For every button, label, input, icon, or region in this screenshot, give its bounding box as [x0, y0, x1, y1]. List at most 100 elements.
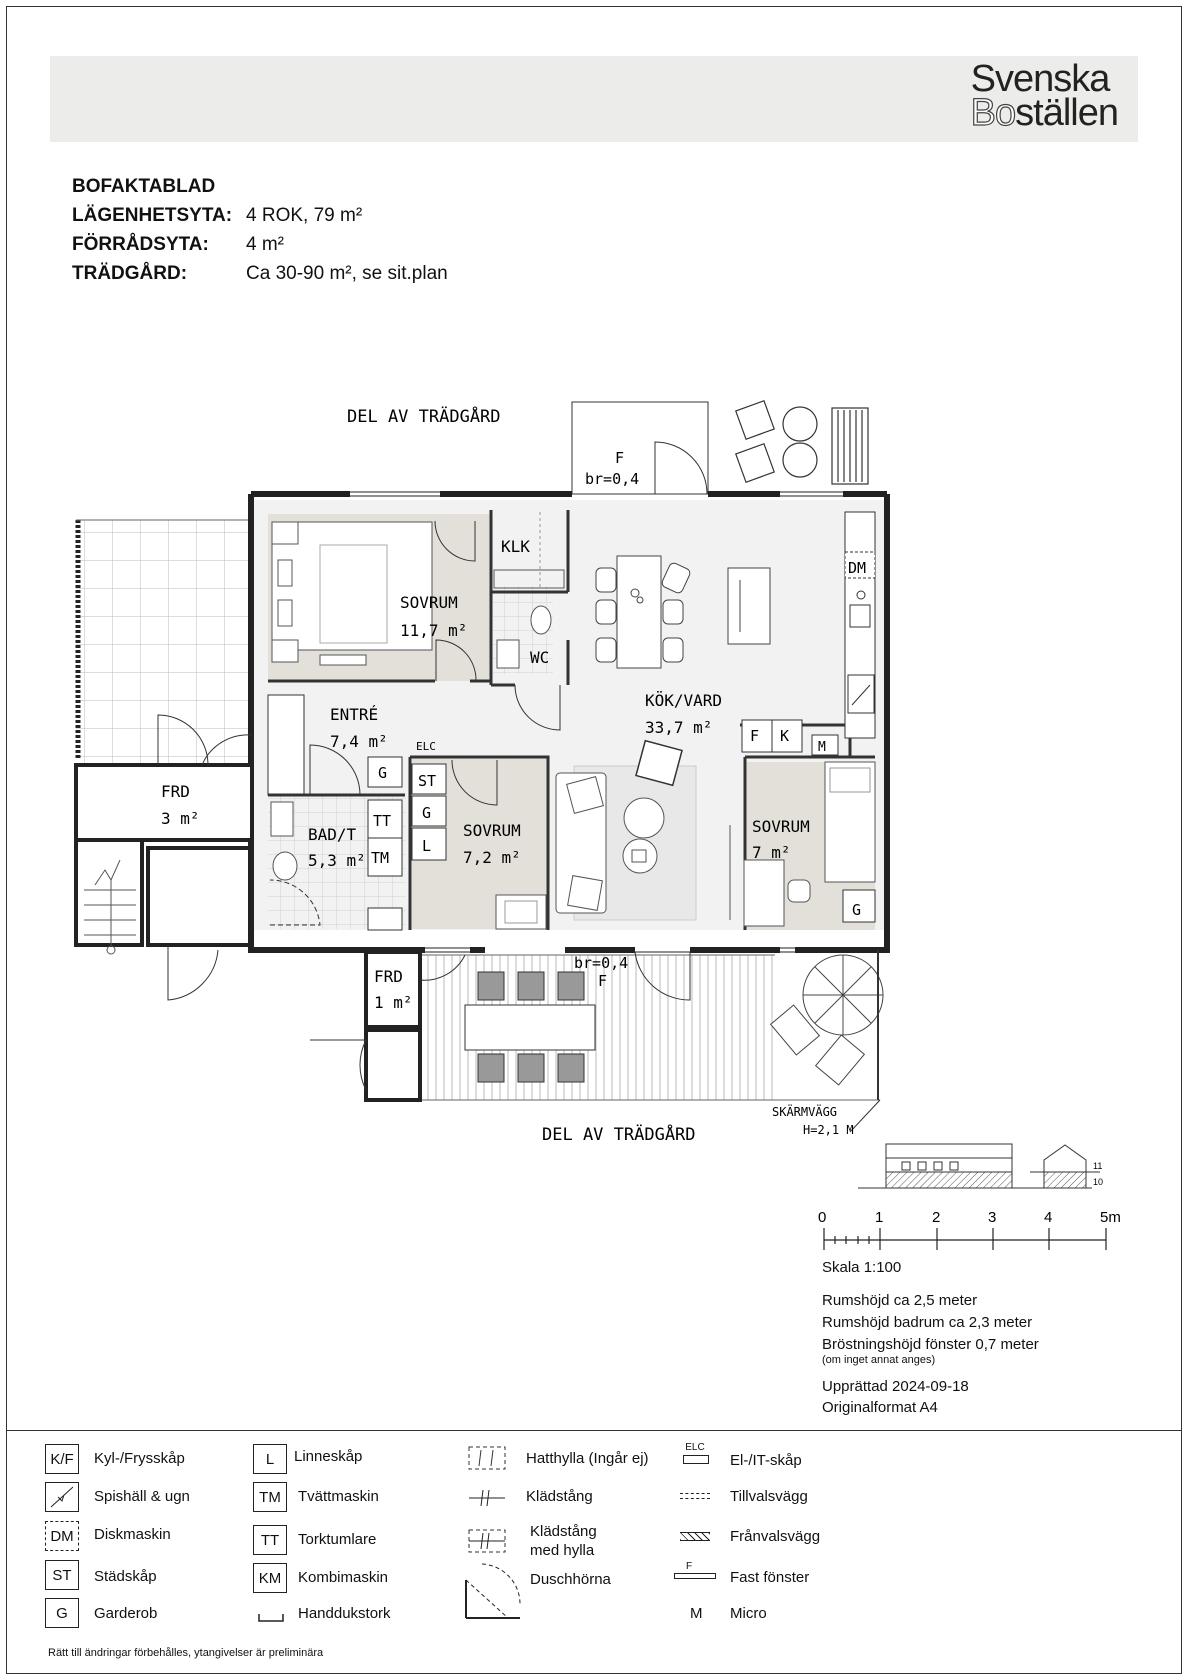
room-area-sovrum2: 7,2 m² — [463, 848, 521, 867]
bed-double — [271, 521, 433, 663]
legend-spis-label: Spishäll & ugn — [94, 1488, 190, 1505]
kitchen-counter — [844, 511, 876, 739]
fixture-st: ST — [418, 772, 436, 790]
fixture-elc: ELC — [416, 740, 436, 753]
room-area-entre: 7,4 m² — [330, 732, 388, 751]
legend-st-label: Städskåp — [94, 1568, 157, 1585]
storage-frd2 — [364, 950, 422, 1102]
legend-elc-code: ELC — [685, 1442, 705, 1453]
hat-shelf-icon — [468, 1444, 506, 1477]
legend-fast-label: Fast fönster — [730, 1569, 810, 1586]
note-date: Upprättad 2024-09-18 — [822, 1378, 969, 1395]
entrance-steps — [74, 840, 254, 947]
fixture-g2: G — [422, 804, 431, 822]
legend-dusch-label: Duschhörna — [530, 1571, 611, 1588]
legend-divider — [6, 1430, 1182, 1431]
garden-bottom-label: DEL AV TRÄDGÅRD — [542, 1123, 696, 1145]
brand-rest: ställen — [1015, 92, 1119, 134]
fact-row: FÖRRÅDSYTA:4 m² — [72, 230, 448, 259]
legend-kladhylla-line2: med hylla — [530, 1542, 595, 1559]
fixture-l: L — [422, 837, 431, 855]
fact-key: TRÄDGÅRD: — [72, 263, 188, 284]
room-area-kok: 33,7 m² — [645, 718, 712, 737]
legend-g-label: Garderob — [94, 1605, 158, 1622]
legend-l-code: L — [253, 1444, 287, 1474]
room-area-frd2: 1 m² — [374, 993, 413, 1012]
fixture-g3: G — [852, 901, 861, 919]
scale-tick-1: 1 — [875, 1209, 883, 1226]
sofa — [555, 772, 607, 914]
outdoor-furniture-top — [735, 400, 869, 485]
brand-line2: Boställen — [970, 93, 1119, 132]
outer-walls — [248, 491, 890, 953]
desk — [743, 859, 785, 927]
brand-line1: Svenska — [970, 58, 1111, 100]
fact-sheet: BOFAKTABLAD LÄGENHETSYTA: 4 ROK, 79 m² FÖ… — [72, 172, 448, 288]
elc-icon — [683, 1455, 709, 1464]
brand-bo: Bo — [970, 92, 1017, 134]
fixed-window-f-top: F — [615, 449, 624, 467]
kitchen-cabinets — [741, 719, 839, 756]
legend-kladstang-label: Klädstång — [526, 1488, 593, 1505]
clothes-rail-icon — [468, 1488, 506, 1513]
legend-micro-code: M — [690, 1605, 703, 1622]
dining-table — [595, 555, 771, 669]
legend-fast-code: F — [686, 1561, 693, 1572]
fact-title: BOFAKTABLAD — [72, 176, 216, 197]
legend-tillval-label: Tillvalsvägg — [730, 1488, 808, 1505]
scale-tick-3: 3 — [988, 1209, 996, 1226]
armchair — [635, 739, 683, 787]
scale-tick-4: 4 — [1044, 1209, 1052, 1226]
legend-handduk-label: Handdukstork — [298, 1605, 391, 1622]
note-format: Originalformat A4 — [822, 1399, 938, 1416]
brand-logo: Svenska Boställen — [970, 58, 1119, 133]
elevation-thumbnail — [858, 1143, 1100, 1189]
optional-wall-icon — [680, 1493, 710, 1499]
legend-kladhylla-line1: Klädstång — [530, 1523, 597, 1540]
screen-wall-label: SKÄRMVÄGG — [772, 1104, 837, 1119]
window-projection-top — [571, 401, 709, 495]
fixed-window-br-bottom: br=0,4 — [574, 954, 628, 972]
legend-km-label: Kombimaskin — [298, 1569, 389, 1586]
fixture-k: K — [780, 727, 789, 745]
fact-row: BOFAKTABLAD — [72, 172, 448, 201]
legend-hatt-label: Hatthylla (Ingår ej) — [526, 1450, 649, 1467]
interior-walls — [268, 510, 875, 930]
fixture-m: M — [818, 740, 826, 755]
coffee-table — [623, 797, 665, 839]
legend-micro-label: Micro — [730, 1605, 767, 1622]
legend-tt-label: Torktumlare — [298, 1531, 377, 1548]
legend-kf-label: Kyl-/Frysskåp — [94, 1450, 185, 1467]
scale-tick-2: 2 — [932, 1209, 940, 1226]
garden-top-label: DEL AV TRÄDGÅRD — [347, 405, 501, 427]
legend-tm-code: TM — [253, 1482, 287, 1512]
legend-st-code: ST — [45, 1560, 79, 1590]
footer-disclaimer: Rätt till ändringar förbehålles, ytangiv… — [48, 1647, 324, 1659]
windows — [350, 491, 843, 953]
header-band — [50, 56, 1138, 142]
legend-kf-code: K/F — [45, 1444, 79, 1474]
floor-plan: DEL AV TRÄDGÅRD DEL AV TRÄDGÅRD F br=0,4 — [74, 400, 1121, 1250]
spis-icon — [45, 1482, 79, 1512]
fact-value: Ca 30-90 m², se sit.plan — [246, 263, 448, 284]
fixture-f: F — [750, 727, 759, 745]
removable-wall-icon — [680, 1532, 710, 1541]
room-name-sovrum3: SOVRUM — [752, 817, 810, 836]
fact-key: LÄGENHETSYTA: — [72, 205, 233, 226]
legend-dm-label: Diskmaskin — [94, 1526, 171, 1543]
fact-row: TRÄDGÅRD: Ca 30-90 m², se sit.plan — [72, 259, 448, 288]
note-sill-height: Bröstningshöjd fönster 0,7 meter — [822, 1336, 1039, 1353]
clothes-rail-shelf-icon — [468, 1527, 506, 1560]
legend-l-label: Linneskåp — [294, 1448, 363, 1465]
room-name-entre: ENTRÉ — [330, 705, 378, 724]
legend-dm-code: DM — [45, 1521, 79, 1551]
fixture-dm: DM — [848, 559, 866, 577]
fact-value: 4 ROK, 79 m² — [246, 205, 363, 226]
legend-g-code: G — [45, 1598, 79, 1628]
closets-sovrum2 — [411, 763, 447, 861]
room-name-frd1: FRD — [161, 782, 190, 801]
room-name-sovrum1: SOVRUM — [400, 593, 458, 612]
scale-bar — [823, 1228, 1107, 1250]
fixed-window-br-top: br=0,4 — [585, 470, 639, 488]
towel-rail-icon — [258, 1610, 284, 1628]
